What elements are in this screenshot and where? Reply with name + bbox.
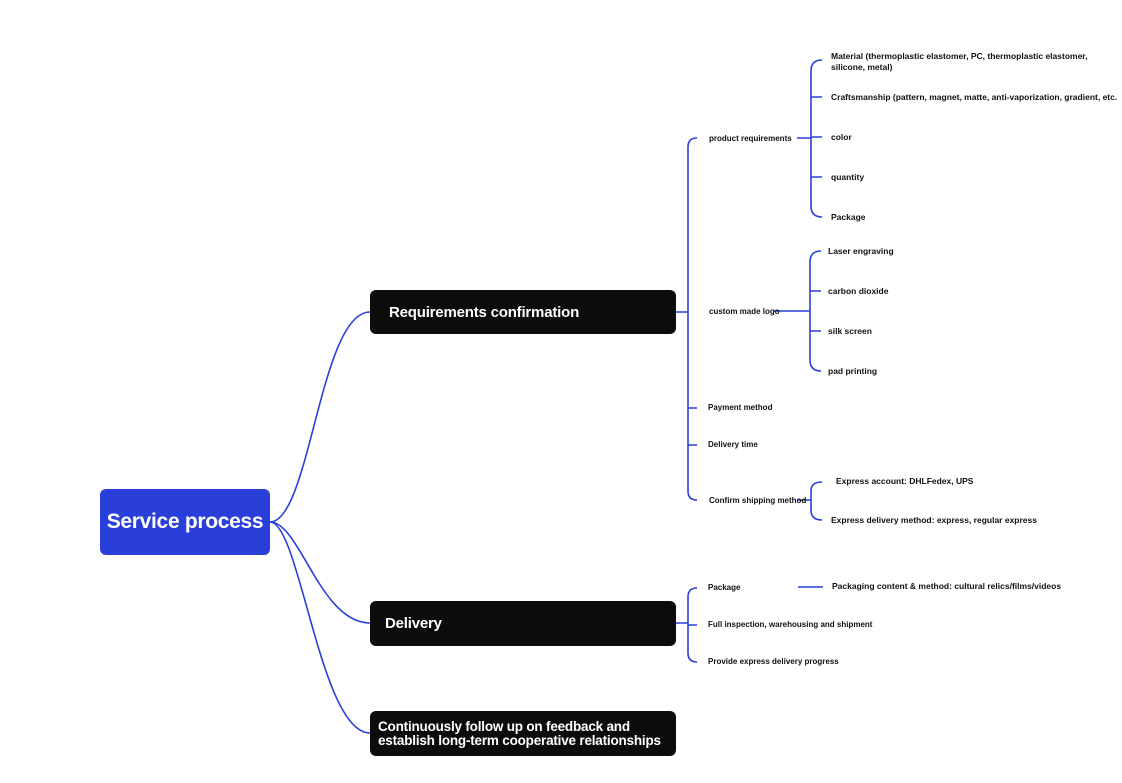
connector-delivery-bracket bbox=[676, 587, 698, 663]
leaf-material[interactable]: Material (thermoplastic elastomer, PC, t… bbox=[831, 51, 1088, 72]
inspection-node[interactable]: Full inspection, warehousing and shipmen… bbox=[708, 620, 873, 629]
shipping-method-node[interactable]: Confirm shipping method bbox=[709, 496, 807, 505]
follow-up-label-line2: establish long-term cooperative relation… bbox=[378, 732, 661, 748]
delivery-label: Delivery bbox=[385, 615, 442, 632]
leaf-express-account[interactable]: Express account: DHLFedex, UPS bbox=[836, 476, 974, 486]
leaf-express-delivery-method[interactable]: Express delivery method: express, regula… bbox=[831, 515, 1037, 525]
root-label: Service process bbox=[106, 510, 264, 533]
requirements-label: Requirements confirmation bbox=[389, 303, 580, 321]
connector-logo-bracket bbox=[773, 250, 822, 372]
custom-logo-node[interactable]: custom made logo bbox=[709, 307, 780, 316]
delivery-package-node[interactable]: Package bbox=[708, 583, 741, 592]
leaf-craftsmanship[interactable]: Craftsmanship (pattern, magnet, matte, a… bbox=[831, 92, 1118, 102]
connector-root-followup bbox=[269, 521, 371, 734]
leaf-package[interactable]: Package bbox=[831, 212, 866, 222]
leaf-quantity[interactable]: quantity bbox=[831, 172, 865, 182]
connector-root-requirements bbox=[269, 311, 371, 523]
leaf-packaging-content[interactable]: Packaging content & method: cultural rel… bbox=[832, 581, 1062, 591]
leaf-laser-engraving[interactable]: Laser engraving bbox=[828, 246, 894, 256]
connector-shipping-bracket bbox=[798, 481, 823, 521]
leaf-pad-printing[interactable]: pad printing bbox=[828, 366, 878, 376]
leaf-carbon-dioxide[interactable]: carbon dioxide bbox=[828, 286, 889, 296]
payment-method-node[interactable]: Payment method bbox=[708, 403, 773, 412]
product-requirements-node[interactable]: product requirements bbox=[709, 134, 792, 143]
follow-up-node[interactable]: Continuously follow up on feedback and e… bbox=[370, 711, 676, 756]
leaf-color[interactable]: color bbox=[831, 132, 852, 142]
delivery-node[interactable]: Delivery bbox=[370, 601, 676, 646]
delivery-time-node[interactable]: Delivery time bbox=[708, 440, 758, 449]
root-node[interactable]: Service process bbox=[100, 489, 270, 555]
requirements-node[interactable]: Requirements confirmation bbox=[370, 290, 676, 334]
connector-root-delivery bbox=[269, 521, 371, 624]
leaf-silk-screen[interactable]: silk screen bbox=[828, 326, 872, 336]
delivery-progress-node[interactable]: Provide express delivery progress bbox=[708, 657, 839, 666]
follow-up-label-line1: Continuously follow up on feedback and bbox=[378, 718, 630, 734]
connector-product-bracket bbox=[797, 59, 823, 218]
connector-requirements-bracket bbox=[676, 137, 698, 501]
